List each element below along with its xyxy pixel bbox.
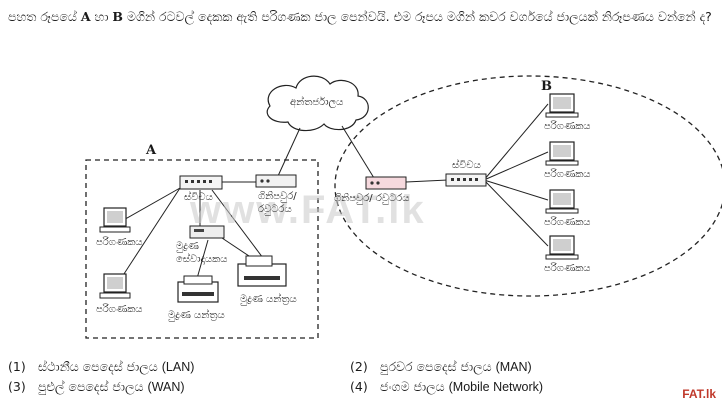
network-a-boundary <box>85 159 319 339</box>
option-3-text: පුළුල් පෙදෙස් ජාලය <box>38 379 144 394</box>
computer-a2-icon <box>99 273 131 299</box>
network-b-ref: B <box>112 9 123 24</box>
computer-b2-label: පරිගණකය <box>544 169 591 180</box>
switch-a-icon <box>179 175 223 190</box>
option-1-abbr: (LAN) <box>161 360 195 374</box>
computer-a1-label: පරිගණකය <box>96 237 143 248</box>
option-3[interactable]: (3) පුළුල් පෙදෙස් ජාලය (WAN) <box>8 379 185 395</box>
question-pre: පහත රූපයේ <box>8 9 81 24</box>
network-b-label: B <box>541 79 552 94</box>
computer-b1-icon <box>545 93 579 118</box>
gateway-b-label: ගිනිපවුර/ රවුටරය <box>334 193 410 204</box>
option-2-abbr: (MAN) <box>495 360 532 374</box>
corner-watermark: FAT.lk <box>682 387 716 401</box>
computer-b4-icon <box>545 235 579 260</box>
printer-1-icon <box>177 275 219 303</box>
internet-cloud-icon <box>266 75 369 132</box>
option-1[interactable]: (1) ස්ථානීය පෙදෙස් ජාලය (LAN) <box>8 359 194 375</box>
network-b-boundary <box>334 75 722 297</box>
router-a-icon <box>255 174 297 188</box>
computer-b3-icon <box>545 189 579 214</box>
switch-b-icon <box>445 173 487 187</box>
switch-b-label: ස්විචය <box>452 160 481 171</box>
computer-b4-label: පරිගණකය <box>544 263 591 274</box>
question-mid: හා <box>90 9 113 24</box>
computer-a1-icon <box>99 207 131 233</box>
watermark: www.FAT.lk <box>190 188 426 232</box>
computer-b3-label: පරිගණකය <box>544 217 591 228</box>
printer-2-icon <box>237 255 287 287</box>
option-2-number: (2) <box>350 359 368 374</box>
printer-1-label: මුද්‍රණ යන්ත්‍රය <box>168 310 225 321</box>
question-post: මගින් රටවල් දෙකක ඇති පරිගණක ජාල පෙන්වයි.… <box>123 9 712 24</box>
option-4-text: ජංගම ජාලය <box>380 379 445 394</box>
option-3-abbr: (WAN) <box>147 380 185 394</box>
network-a-label: A <box>146 143 157 158</box>
option-4[interactable]: (4) ජංගම ජාලය (Mobile Network) <box>350 379 543 395</box>
option-2[interactable]: (2) පුරවර පෙදෙස් ජාලය (MAN) <box>350 359 532 375</box>
network-a-ref: A <box>80 9 91 24</box>
option-4-number: (4) <box>350 379 368 394</box>
option-3-number: (3) <box>8 379 26 394</box>
print-server-icon <box>189 225 225 239</box>
option-2-text: පුරවර පෙදෙස් ජාලය <box>380 359 492 374</box>
internet-label: අන්තර්ජාලය <box>290 97 344 108</box>
option-4-abbr: (Mobile Network) <box>448 380 544 394</box>
connection-lines <box>119 103 549 283</box>
switch-a-label: ස්විචය <box>184 192 213 203</box>
option-1-text: ස්ථානීය පෙදෙස් ජාලය <box>38 359 158 374</box>
print-server-label: මුද්‍රණ සේවාදායකය <box>176 241 228 265</box>
router-b-icon <box>365 176 407 190</box>
computer-a2-label: පරිගණකය <box>96 304 143 315</box>
option-1-number: (1) <box>8 359 26 374</box>
computer-b1-label: පරිගණකය <box>544 121 591 132</box>
printer-2-label: මුද්‍රණ යන්ත්‍රය <box>240 294 297 305</box>
question-text: පහත රූපයේ A හා B මගින් රටවල් දෙකක ඇති පර… <box>8 6 714 27</box>
computer-b2-icon <box>545 141 579 166</box>
gateway-a-label: ගිනිපවුර/ රවුටරය <box>258 191 297 215</box>
